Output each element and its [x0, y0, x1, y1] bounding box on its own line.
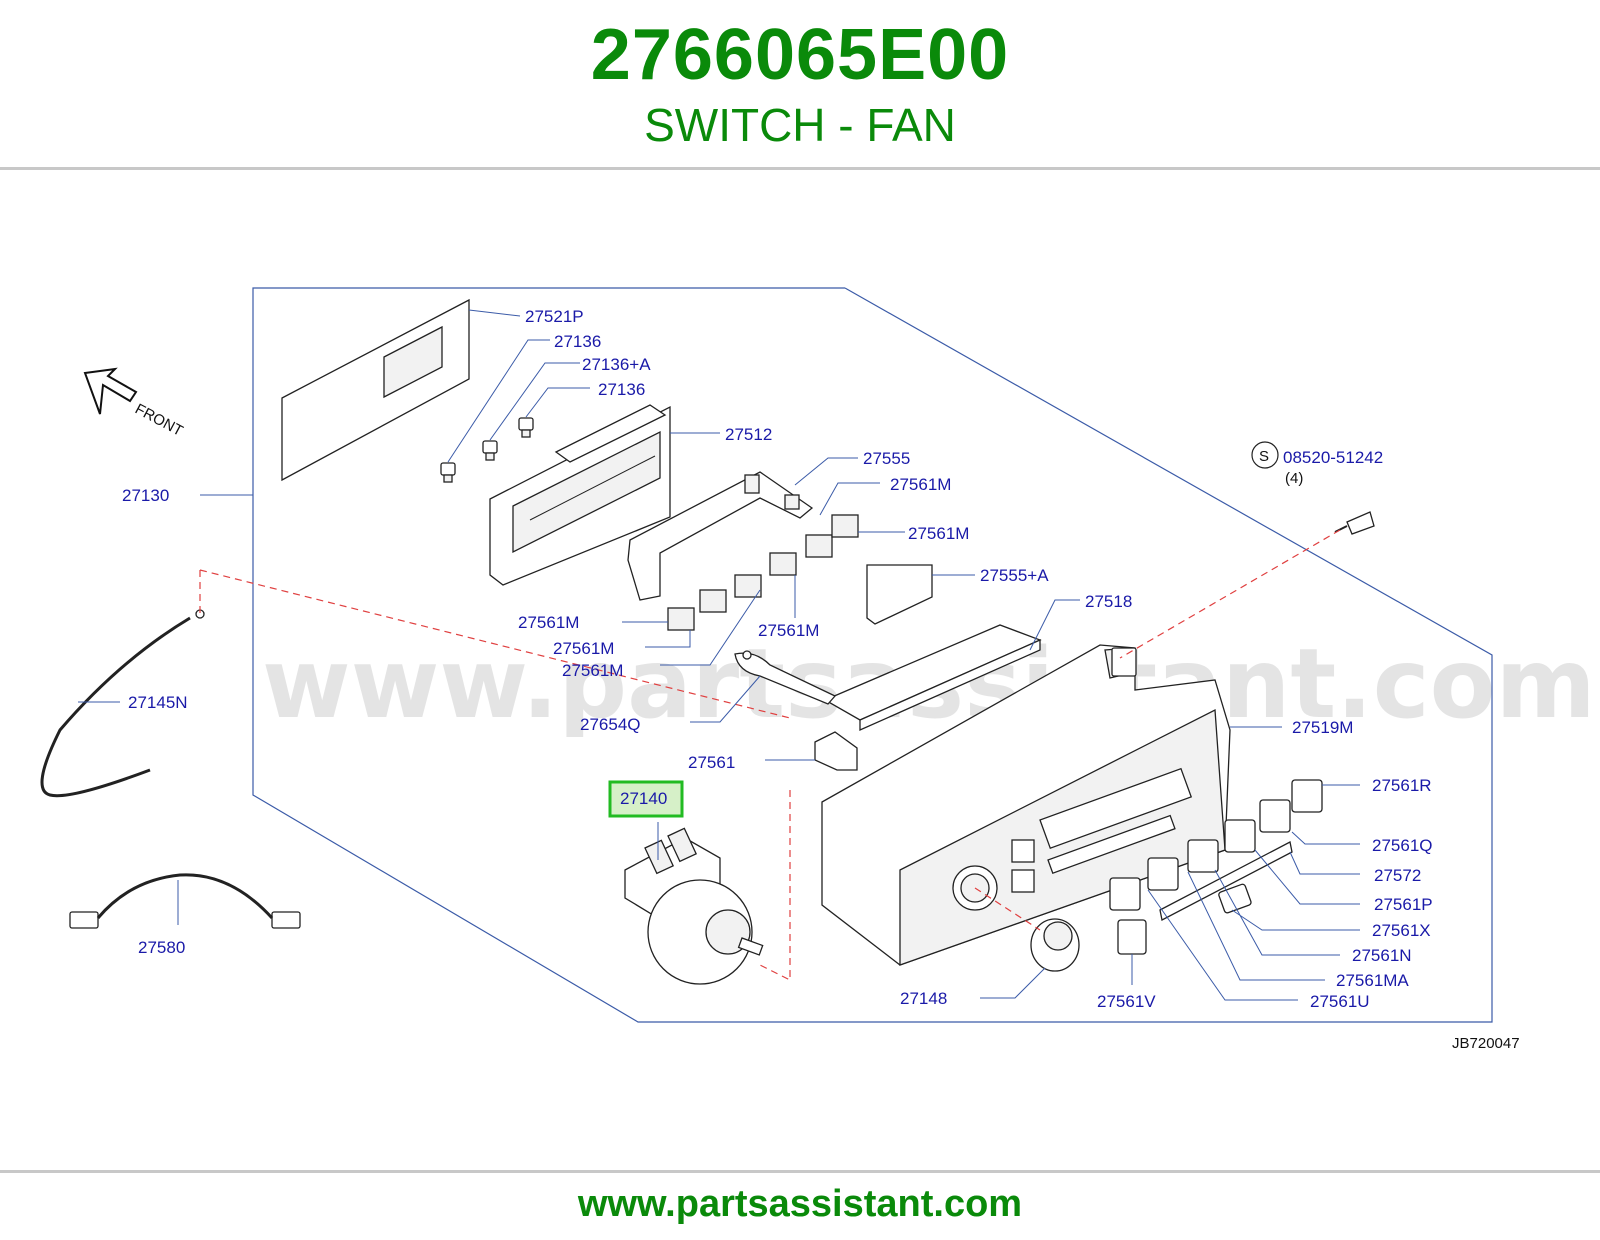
diagram-reference: JB720047: [1452, 1035, 1520, 1052]
screw-quantity: (4): [1285, 470, 1303, 487]
label-27572[interactable]: 27572: [1374, 866, 1421, 885]
part-27555A-lever: [866, 564, 933, 625]
label-27561M-4[interactable]: 27561M: [553, 639, 614, 658]
front-label: FRONT: [132, 401, 186, 440]
highlight-box-27140: [608, 780, 684, 818]
label-27561M-6[interactable]: 27561M: [758, 621, 819, 640]
label-27145N[interactable]: 27145N: [128, 693, 188, 712]
part-name: SWITCH - FAN: [644, 99, 956, 151]
front-arrow-icon: [83, 367, 138, 415]
label-27561M-1[interactable]: 27561M: [890, 475, 951, 494]
dash-knob-housing: [974, 887, 1041, 931]
screw-symbol: S: [1259, 448, 1269, 465]
label-27140[interactable]: 27140: [620, 789, 667, 808]
part-27555-lever: [627, 471, 814, 601]
label-27561M-3[interactable]: 27561M: [518, 613, 579, 632]
footer-divider: [0, 1170, 1600, 1173]
part-27521P-panel: [281, 298, 470, 482]
dash-screw-housing: [1119, 529, 1341, 659]
label-27561R[interactable]: 27561R: [1372, 776, 1432, 795]
part-27518-plate: [823, 624, 1042, 732]
part-buttons-right: [1109, 779, 1323, 955]
leader-lines: [78, 309, 1360, 1001]
label-27561[interactable]: 27561: [688, 753, 735, 772]
dash-cable-housing: [199, 569, 791, 719]
part-27145N-cable: [40, 609, 205, 798]
footer-url[interactable]: www.partsassistant.com: [577, 1183, 1023, 1225]
part-27148-knob: [1030, 918, 1080, 972]
part-08520-screw: [1111, 511, 1375, 677]
label-27521P[interactable]: 27521P: [525, 307, 584, 326]
part-27561M-knobs: [667, 514, 859, 631]
label-27555-A[interactable]: 27555+A: [980, 566, 1049, 585]
part-27580-harness: [69, 873, 301, 929]
label-27518[interactable]: 27518: [1085, 592, 1132, 611]
label-27136[interactable]: 27136: [554, 332, 601, 351]
label-27130[interactable]: 27130: [122, 486, 169, 505]
label-27561N[interactable]: 27561N: [1352, 946, 1412, 965]
label-27561MA[interactable]: 27561MA: [1336, 971, 1409, 990]
label-27136-b[interactable]: 27136: [598, 380, 645, 399]
label-27136-A[interactable]: 27136+A: [582, 355, 651, 374]
parts-diagram: www.partsassistant.com FRONT: [40, 287, 1596, 1052]
assembly-boundary: [252, 287, 1493, 1023]
label-27148[interactable]: 27148: [900, 989, 947, 1008]
label-27512[interactable]: 27512: [725, 425, 772, 444]
label-27519M[interactable]: 27519M: [1292, 718, 1353, 737]
label-27580[interactable]: 27580: [138, 938, 185, 957]
label-27561X[interactable]: 27561X: [1372, 921, 1431, 940]
label-27561Q[interactable]: 27561Q: [1372, 836, 1433, 855]
part-number: 2766065E00: [590, 15, 1010, 95]
label-27654Q[interactable]: 27654Q: [580, 715, 641, 734]
part-27140-fan-switch: [624, 827, 764, 985]
label-27561V[interactable]: 27561V: [1097, 992, 1156, 1011]
label-27561M-5[interactable]: 27561M: [562, 661, 623, 680]
label-27561M-2[interactable]: 27561M: [908, 524, 969, 543]
header-divider: [0, 167, 1600, 170]
label-08520-51242[interactable]: 08520-51242: [1283, 448, 1383, 467]
screw-symbol-icon: [1251, 441, 1279, 469]
part-27512-bracket: [489, 404, 671, 586]
part-27654Q-arm: [734, 650, 837, 705]
dash-switch-housing: [759, 790, 791, 981]
page-header: 2766065E00 SWITCH - FAN: [0, 0, 1600, 168]
label-27561U[interactable]: 27561U: [1310, 992, 1370, 1011]
label-27561P[interactable]: 27561P: [1374, 895, 1433, 914]
part-27136-bulbs: [440, 417, 534, 483]
label-27555[interactable]: 27555: [863, 449, 910, 468]
